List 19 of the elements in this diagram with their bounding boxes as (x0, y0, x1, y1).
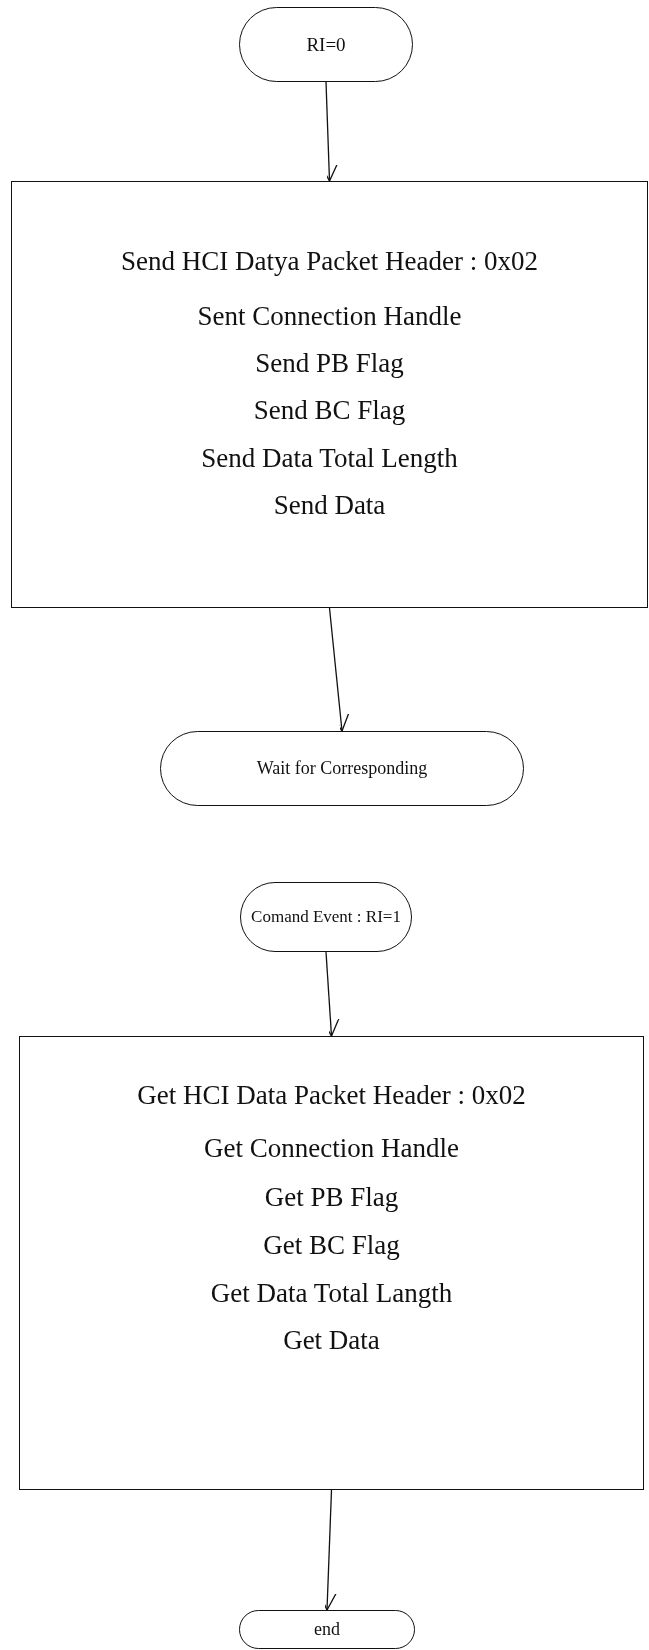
step-text: Sent Connection Handle (196, 300, 463, 332)
step-text: Get Data Total Langth (209, 1277, 454, 1309)
step-text: Get Data (282, 1324, 381, 1356)
process-box (19, 1036, 644, 1490)
process-box (11, 181, 648, 608)
step-text: Get PB Flag (263, 1181, 400, 1213)
step-text: Get BC Flag (262, 1229, 401, 1261)
step-text: Get HCI Data Packet Header : 0x02 (136, 1079, 527, 1111)
step-text: Send BC Flag (252, 394, 407, 426)
step-text: Send PB Flag (254, 347, 405, 379)
step-text: Send HCI Datya Packet Header : 0x02 (120, 245, 539, 277)
terminal-label: Wait for Corresponding (256, 758, 428, 779)
terminal-shape (239, 1610, 415, 1649)
terminal-label: end (314, 1619, 340, 1640)
terminal-label: RI=0 (306, 33, 346, 56)
terminal-label: Comand Event : RI=1 (251, 907, 401, 927)
step-text: Send Data Total Length (200, 442, 459, 474)
step-text: Send Data (272, 489, 387, 521)
step-text: Get Connection Handle (203, 1132, 460, 1164)
